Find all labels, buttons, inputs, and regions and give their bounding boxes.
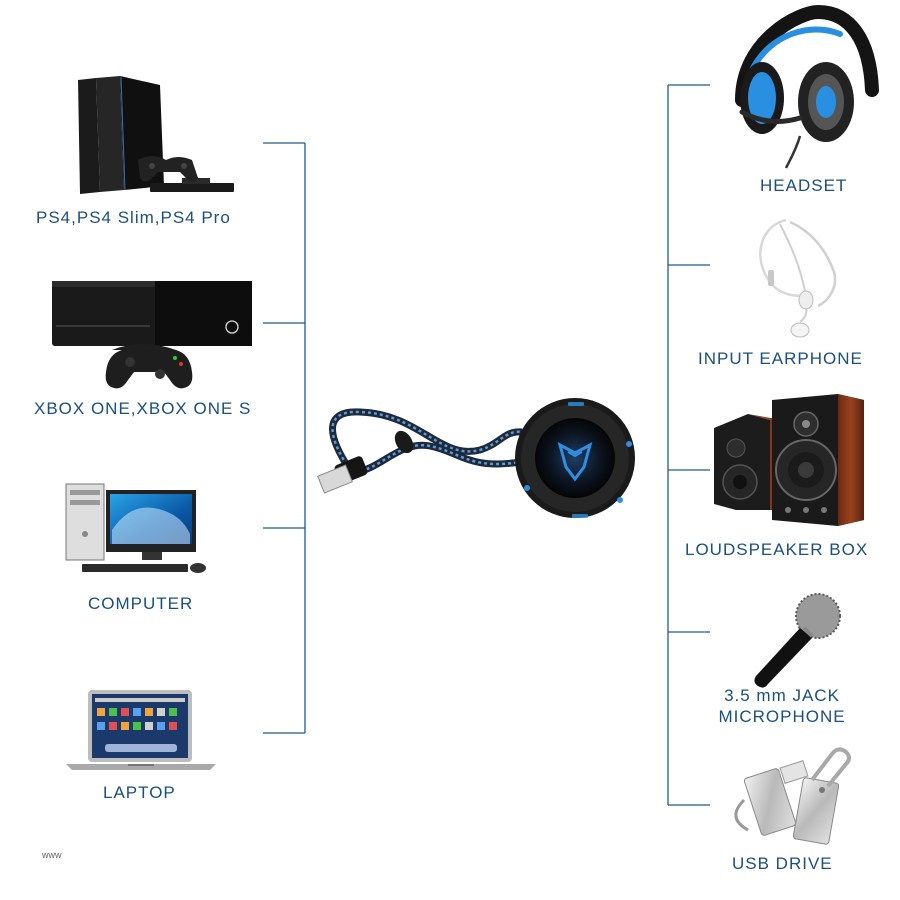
usb-sound-card-hub-icon bbox=[318, 398, 635, 518]
source-label-laptop: LAPTOP bbox=[103, 783, 176, 803]
microphone-icon bbox=[754, 594, 840, 688]
left-connector-lines bbox=[263, 143, 305, 733]
output-label-microphone-line2: MICROPHONE bbox=[712, 707, 852, 727]
xbox-one-console-icon bbox=[52, 281, 252, 388]
source-label-computer: COMPUTER bbox=[88, 594, 193, 614]
gaming-headset-icon bbox=[740, 12, 872, 168]
speakers-icon bbox=[714, 394, 864, 526]
output-label-usb-drive: USB DRIVE bbox=[732, 854, 833, 874]
desktop-computer-icon bbox=[66, 484, 206, 573]
watermark-text: www bbox=[42, 850, 62, 860]
output-label-microphone: 3.5 mm JACK MICROPHONE bbox=[712, 686, 852, 727]
earphone-icon bbox=[760, 220, 835, 337]
laptop-icon bbox=[66, 690, 216, 770]
right-connector-lines bbox=[668, 85, 710, 805]
output-label-microphone-line1: 3.5 mm JACK bbox=[712, 686, 852, 706]
usb-drive-icon bbox=[736, 749, 849, 844]
output-label-headset: HEADSET bbox=[760, 176, 847, 196]
output-label-loudspeaker: LOUDSPEAKER BOX bbox=[685, 540, 868, 560]
ps4-console-icon bbox=[78, 76, 234, 194]
output-label-earphone: INPUT EARPHONE bbox=[698, 349, 863, 369]
source-label-xbox: XBOX ONE,XBOX ONE S bbox=[34, 399, 251, 419]
source-label-ps4: PS4,PS4 Slim,PS4 Pro bbox=[36, 208, 231, 228]
